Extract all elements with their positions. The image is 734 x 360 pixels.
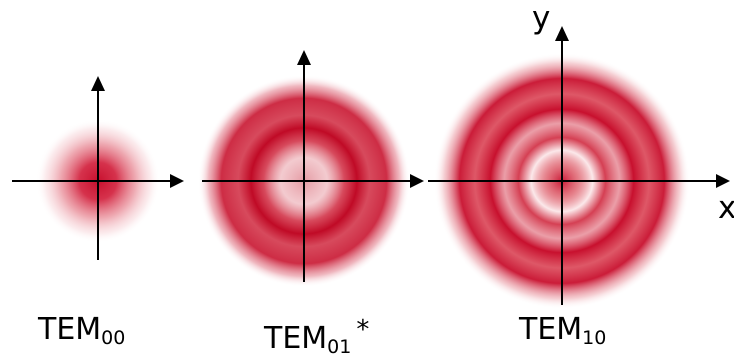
tem00-x-arrowhead bbox=[170, 174, 184, 188]
tem01-label: TEM01* bbox=[264, 312, 369, 357]
tem10-label: TEM10 bbox=[519, 312, 606, 348]
tem00-label-sub: 00 bbox=[101, 327, 126, 349]
tem01-x-arrowhead bbox=[410, 174, 424, 188]
tem10-pattern bbox=[428, 26, 730, 309]
tem10-x-arrowhead bbox=[716, 174, 730, 188]
y-axis-label: y bbox=[532, 0, 551, 36]
tem01-y-arrowhead bbox=[297, 50, 311, 65]
tem01-label-main: TEM bbox=[264, 321, 328, 356]
tem01-pattern bbox=[198, 50, 424, 287]
tem00-label-main: TEM bbox=[38, 312, 102, 347]
tem01-label-star: * bbox=[356, 315, 370, 345]
tem10-y-arrowhead bbox=[555, 26, 569, 41]
tem00-pattern bbox=[12, 76, 184, 260]
tem00-y-arrowhead bbox=[91, 76, 105, 91]
tem01-label-sub: 01 bbox=[327, 336, 352, 358]
tem00-label: TEM00 bbox=[38, 312, 125, 348]
tem10-label-sub: 10 bbox=[582, 327, 607, 349]
x-axis-label: x bbox=[718, 190, 734, 226]
tem10-label-main: TEM bbox=[519, 312, 583, 347]
